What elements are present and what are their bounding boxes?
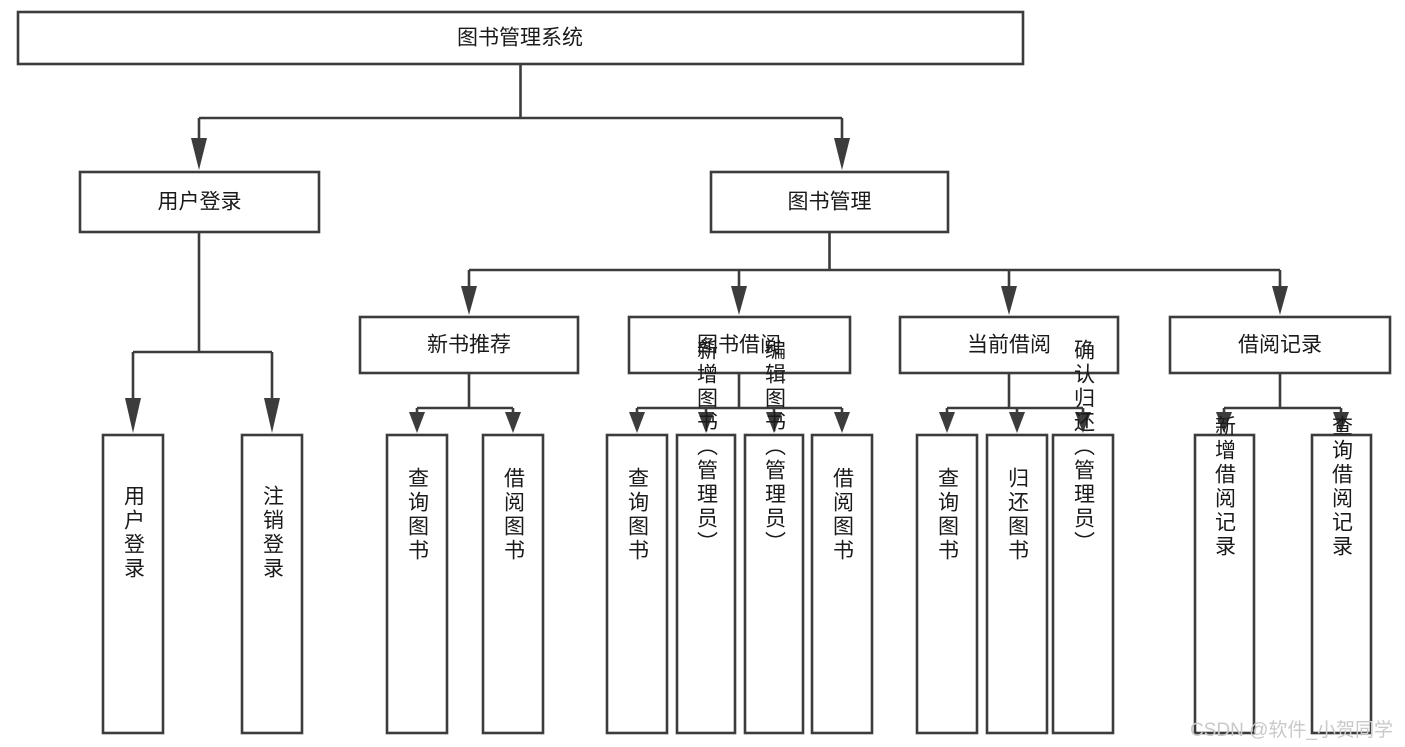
node-leaf-9-box[interactable] (915, 433, 979, 735)
node-user-login-label: 用户登录 (158, 191, 242, 214)
connector-group-borrow-record (1216, 373, 1349, 433)
node-new-book-rec-label: 新书推荐 (427, 334, 511, 357)
node-leaf-11-label: 确认归还（管理员） (1072, 339, 1096, 555)
connector-group-book-borrow (629, 373, 850, 433)
connector-group-user-login (125, 232, 280, 433)
arrow-head-leaf-7 (766, 412, 782, 433)
node-book-manage[interactable]: 图书管理 (709, 170, 950, 234)
node-root-box[interactable] (16, 10, 1025, 66)
arrow-head-leaf-6 (698, 412, 714, 433)
node-leaf-3-label: 查询图书 (406, 467, 430, 563)
connector-group-root (191, 64, 850, 170)
node-leaf-3[interactable]: 查询图书 (385, 433, 449, 735)
node-leaf-6-box[interactable] (675, 433, 737, 735)
node-leaf-9[interactable]: 查询图书 (915, 433, 979, 735)
node-leaf-8-box[interactable] (810, 433, 874, 735)
node-leaf-8[interactable]: 借阅图书 (810, 433, 874, 735)
node-leaf-10-box[interactable] (985, 433, 1049, 735)
node-leaf-12[interactable]: 新增借阅记录 (1193, 415, 1256, 735)
node-leaf-13-label: 查询借阅记录 (1330, 415, 1354, 559)
node-book-manage-label: 图书管理 (788, 191, 872, 214)
node-book-borrow-label: 图书借阅 (697, 334, 781, 357)
node-leaf-1[interactable]: 用户登录 (101, 433, 165, 735)
arrow-head-leaf-4 (505, 412, 521, 433)
node-leaf-11-box[interactable] (1051, 433, 1115, 735)
node-leaf-11[interactable]: 确认归还（管理员） (1051, 339, 1115, 735)
node-current-borrow-label: 当前借阅 (967, 334, 1051, 357)
node-leaf-4-label: 借阅图书 (502, 467, 526, 563)
node-book-borrow[interactable]: 图书借阅 (627, 315, 852, 375)
node-leaf-6-label: 新增图书（管理员） (695, 339, 719, 555)
node-leaf-7[interactable]: 编辑图书（管理员） (743, 339, 805, 735)
node-leaf-7-label: 编辑图书（管理员） (763, 339, 787, 555)
node-new-book-rec[interactable]: 新书推荐 (358, 315, 580, 375)
node-leaf-13-box[interactable] (1310, 433, 1373, 735)
arrow-head-leaf-12 (1216, 412, 1232, 433)
node-leaf-2-label: 注销登录 (261, 485, 285, 581)
node-leaf-8-label: 借阅图书 (831, 467, 855, 563)
arrow-head-leaf-10 (1009, 412, 1025, 433)
node-user-login-box[interactable] (78, 170, 321, 234)
connector-group-current-borrow (939, 373, 1091, 433)
arrow-head-leaf-2 (264, 398, 280, 433)
arrow-head-borrow-record (1272, 286, 1288, 315)
node-leaf-4-box[interactable] (481, 433, 545, 735)
node-root-label: 图书管理系统 (457, 27, 583, 50)
node-leaf-1-label: 用户登录 (122, 485, 146, 581)
node-leaf-10[interactable]: 归还图书 (985, 433, 1049, 735)
node-leaf-12-label: 新增借阅记录 (1213, 415, 1237, 559)
node-leaf-4[interactable]: 借阅图书 (481, 433, 545, 735)
node-root[interactable]: 图书管理系统 (16, 10, 1025, 66)
node-leaf-12-box[interactable] (1193, 433, 1256, 735)
arrow-head-leaf-9 (939, 412, 955, 433)
arrow-head-leaf-3 (409, 412, 425, 433)
node-leaf-2[interactable]: 注销登录 (240, 433, 304, 735)
node-current-borrow[interactable]: 当前借阅 (898, 315, 1120, 375)
node-leaf-6[interactable]: 新增图书（管理员） (675, 339, 737, 735)
node-leaf-13[interactable]: 查询借阅记录 (1310, 415, 1373, 735)
node-borrow-record-label: 借阅记录 (1238, 334, 1322, 357)
node-user-login[interactable]: 用户登录 (78, 170, 321, 234)
arrow-head-new-book-rec (461, 286, 477, 315)
arrow-head-current-borrow (1001, 286, 1017, 315)
node-leaf-5-label: 查询图书 (626, 467, 650, 563)
node-current-borrow-box[interactable] (898, 315, 1120, 375)
node-book-borrow-box[interactable] (627, 315, 852, 375)
node-borrow-record-box[interactable] (1168, 315, 1392, 375)
node-leaf-3-box[interactable] (385, 433, 449, 735)
node-leaf-9-label: 查询图书 (936, 467, 960, 563)
node-leaf-5[interactable]: 查询图书 (605, 433, 669, 735)
arrow-head-leaf-11 (1075, 412, 1091, 433)
connector-group-book-manage (461, 232, 1288, 315)
node-leaf-7-box[interactable] (743, 433, 805, 735)
node-leaf-1-box[interactable] (101, 433, 165, 735)
arrow-head-leaf-13 (1333, 412, 1349, 433)
node-borrow-record[interactable]: 借阅记录 (1168, 315, 1392, 375)
arrow-head-leaf-8 (834, 412, 850, 433)
node-leaf-10-label: 归还图书 (1006, 467, 1030, 563)
connector-group-new-book-rec (409, 373, 521, 433)
node-leaf-5-box[interactable] (605, 433, 669, 735)
node-leaf-2-box[interactable] (240, 433, 304, 735)
arrow-head-leaf-5 (629, 412, 645, 433)
arrow-head-userlogin (191, 138, 207, 170)
node-book-manage-box[interactable] (709, 170, 950, 234)
arrow-head-book-borrow (731, 286, 747, 315)
arrow-head-leaf-1 (125, 398, 141, 433)
node-new-book-rec-box[interactable] (358, 315, 580, 375)
arrow-head-bookmanage (834, 138, 850, 170)
